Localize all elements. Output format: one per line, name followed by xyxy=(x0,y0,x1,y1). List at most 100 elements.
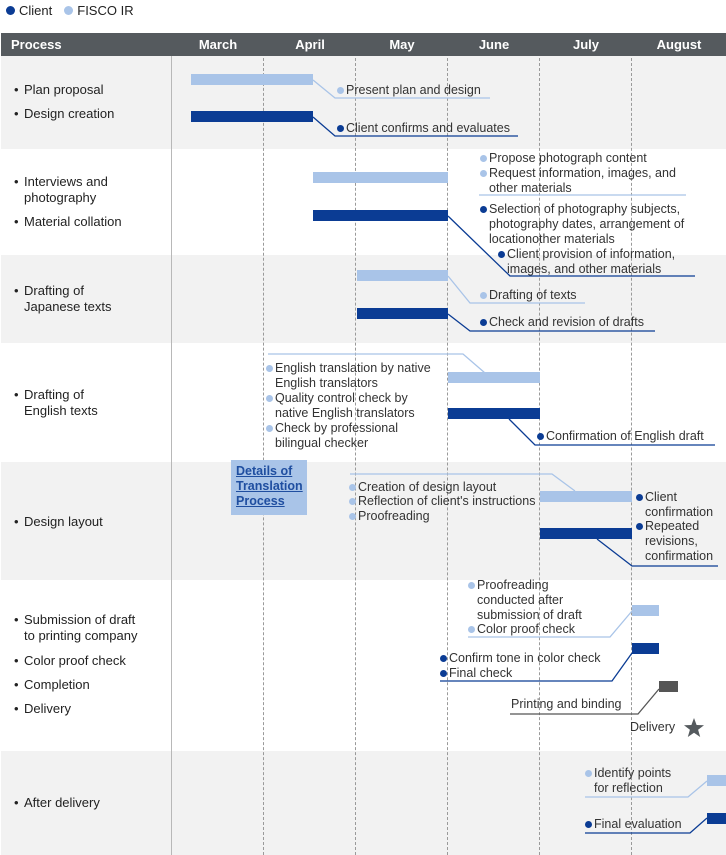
bar-after-delivery-fisco xyxy=(707,775,726,786)
note-printing-binding: Printing and binding xyxy=(511,697,622,711)
bar-english-fisco xyxy=(448,372,540,383)
bar-color-proof-client xyxy=(632,643,659,654)
client-bullet-icon xyxy=(337,125,344,132)
fisco-bullet-icon xyxy=(266,395,273,402)
client-bullet-icon xyxy=(440,655,447,662)
fisco-bullet-icon xyxy=(349,484,356,491)
note-creation-layout: Creation of design layout xyxy=(349,480,496,495)
row-band-3 xyxy=(1,255,726,343)
note-confirm-tone: Confirm tone in color check xyxy=(440,651,600,666)
grid-line-april xyxy=(355,33,356,855)
bar-japanese-fisco xyxy=(357,270,448,281)
note-propose-photo: Propose photograph content xyxy=(480,151,647,166)
bar-interviews-fisco xyxy=(313,172,448,183)
process-color-proof: •Color proof check xyxy=(14,653,126,668)
client-bullet-icon xyxy=(636,494,643,501)
bar-layout-client xyxy=(540,528,632,539)
process-delivery: •Delivery xyxy=(14,701,71,716)
fisco-bullet-icon xyxy=(480,170,487,177)
row-band-4 xyxy=(1,344,726,461)
bar-printing xyxy=(659,681,678,692)
note-client-confirms: Client confirms and evaluates xyxy=(337,121,510,136)
client-bullet-icon xyxy=(537,433,544,440)
bar-design-creation-client xyxy=(191,111,313,122)
note-confirm-english: Confirmation of English draft xyxy=(537,429,704,444)
grid-line-process xyxy=(171,33,172,855)
note-client-confirmation: Client confirmation xyxy=(636,490,713,520)
fisco-bullet-icon xyxy=(349,513,356,520)
client-bullet-icon xyxy=(585,821,592,828)
note-identify-points: Identify points for reflection xyxy=(585,766,671,796)
grid-line-june xyxy=(539,33,540,855)
grid-line-july xyxy=(631,33,632,855)
row-band-6 xyxy=(1,581,726,750)
fisco-bullet-icon xyxy=(468,582,475,589)
row-band-1 xyxy=(1,56,726,149)
header-month-june: June xyxy=(478,37,510,52)
process-after-delivery: •After delivery xyxy=(14,795,100,810)
header-bar: Process March April May June July August xyxy=(1,33,726,56)
row-band-2 xyxy=(1,150,726,254)
header-month-may: May xyxy=(389,37,415,52)
bar-material-client xyxy=(313,210,448,221)
delivery-label: Delivery xyxy=(630,720,676,734)
header-process: Process xyxy=(11,37,62,52)
row-band-5 xyxy=(1,462,726,580)
process-material-collation: •Material collation xyxy=(14,214,122,229)
fisco-dot-icon xyxy=(64,5,74,15)
note-present-plan: Present plan and design xyxy=(337,83,481,98)
process-plan-proposal: •Plan proposal xyxy=(14,82,104,97)
star-icon xyxy=(684,718,704,737)
note-request-info: Request information, images, and other m… xyxy=(480,166,676,196)
grid-line-may xyxy=(447,33,448,855)
client-dot-icon xyxy=(6,5,15,15)
fisco-bullet-icon xyxy=(585,770,592,777)
fisco-bullet-icon xyxy=(266,365,273,372)
client-bullet-icon xyxy=(498,251,505,258)
legend-fisco: FISCO IR xyxy=(64,2,134,18)
client-bullet-icon xyxy=(480,206,487,213)
legend-fisco-label: FISCO IR xyxy=(77,2,134,18)
header-month-july: July xyxy=(572,37,599,52)
legend: Client FISCO IR xyxy=(6,2,146,18)
process-design-layout: •Design layout xyxy=(14,514,103,529)
note-color-proof-check: Color proof check xyxy=(468,622,575,637)
note-bilingual-check: Check by professional bilingual checker xyxy=(266,421,398,451)
note-proofreading: Proofreading xyxy=(349,509,430,524)
bar-japanese-client xyxy=(357,308,448,319)
client-bullet-icon xyxy=(440,670,447,677)
note-check-revision: Check and revision of drafts xyxy=(480,315,644,330)
bar-layout-fisco xyxy=(540,491,632,502)
header-month-august: August xyxy=(656,37,702,52)
note-drafting-texts: Drafting of texts xyxy=(480,288,577,303)
note-proofreading-after: Proofreading conducted after submission … xyxy=(468,578,582,623)
fisco-bullet-icon xyxy=(337,87,344,94)
bar-after-delivery-client xyxy=(707,813,726,824)
note-quality-control: Quality control check by native English … xyxy=(266,391,415,421)
note-english-translation: English translation by native English tr… xyxy=(266,361,431,391)
fisco-bullet-icon xyxy=(468,626,475,633)
fisco-bullet-icon xyxy=(480,292,487,299)
translation-details-link[interactable]: Details of Translation Process xyxy=(236,464,303,508)
legend-client: Client xyxy=(6,3,52,18)
grid-line-march xyxy=(263,33,264,855)
note-selection: Selection of photography subjects, photo… xyxy=(480,202,684,247)
process-completion: •Completion xyxy=(14,677,90,692)
fisco-bullet-icon xyxy=(266,425,273,432)
row-band-7 xyxy=(1,751,726,855)
client-bullet-icon xyxy=(480,319,487,326)
translation-details-box[interactable]: Details of Translation Process xyxy=(231,460,307,515)
bar-plan-proposal-fisco xyxy=(191,74,313,85)
fisco-bullet-icon xyxy=(480,155,487,162)
note-reflection-instructions: Reflection of client's instructions xyxy=(349,494,535,509)
bar-submission-fisco xyxy=(632,605,659,616)
client-bullet-icon xyxy=(636,523,643,530)
note-final-check: Final check xyxy=(440,666,512,681)
fisco-bullet-icon xyxy=(349,498,356,505)
legend-client-label: Client xyxy=(19,2,53,18)
bar-english-client xyxy=(448,408,540,419)
